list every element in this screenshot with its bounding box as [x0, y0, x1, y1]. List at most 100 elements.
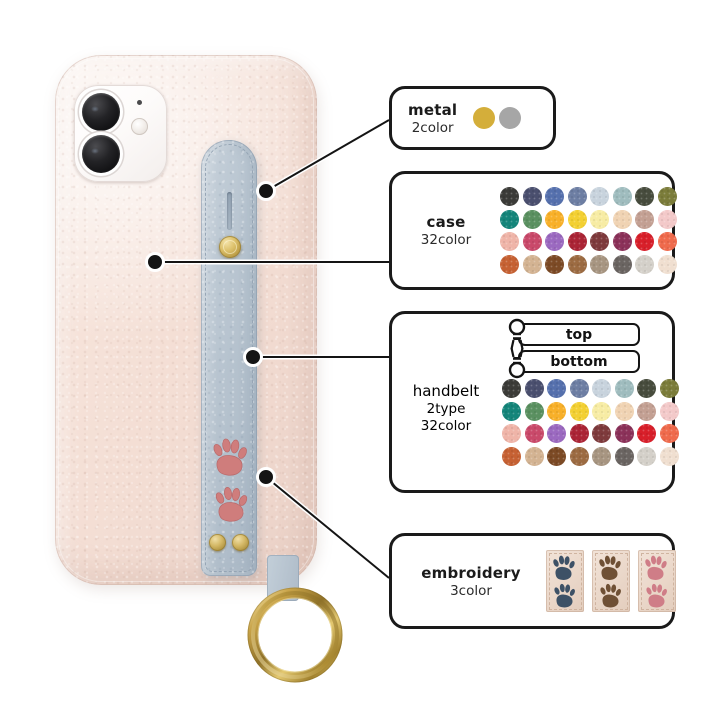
- handbelt-color-swatch-25[interactable]: [524, 446, 544, 466]
- handbelt-color-swatch-19[interactable]: [569, 424, 589, 443]
- embroidery-count: 3color: [450, 582, 492, 599]
- embroidery-swatch-pink-paw[interactable]: [638, 550, 676, 612]
- handbelt-color-swatch-18[interactable]: [547, 424, 566, 443]
- handbelt-color-swatch-28[interactable]: [592, 446, 611, 466]
- handbelt-color-swatch-9[interactable]: [524, 401, 544, 421]
- handbelt-color-swatch-4[interactable]: [592, 379, 611, 398]
- handbelt-color-swatch-22[interactable]: [637, 424, 656, 443]
- case-color-swatch-27[interactable]: [567, 254, 587, 274]
- case-color-swatch-12[interactable]: [590, 209, 609, 229]
- embroidery-swatch-list[interactable]: [546, 550, 676, 612]
- ring-clasp-top-icon: [500, 318, 534, 352]
- handbelt-type-selector[interactable]: top bottom: [500, 318, 678, 379]
- handbelt-color-swatch-16[interactable]: [502, 424, 521, 443]
- case-color-swatch-0[interactable]: [500, 187, 519, 207]
- case-color-swatch-11[interactable]: [567, 209, 587, 229]
- handbelt-color-swatch-20[interactable]: [592, 424, 611, 443]
- case-color-swatch-21[interactable]: [612, 232, 632, 252]
- metal-swatch-silver[interactable]: [499, 107, 522, 129]
- case-color-swatch-30[interactable]: [635, 254, 654, 274]
- case-color-swatch-26[interactable]: [545, 254, 564, 274]
- handbelt-color-swatch-11[interactable]: [569, 401, 589, 421]
- case-color-swatch-9[interactable]: [522, 209, 542, 229]
- embroidery-swatch-navy-paw[interactable]: [546, 550, 584, 612]
- callout-card-case[interactable]: case 32color: [389, 171, 677, 290]
- handbelt-color-swatch-26[interactable]: [547, 446, 566, 466]
- handbelt-color-palette[interactable]: [502, 379, 679, 466]
- case-color-swatch-17[interactable]: [522, 232, 542, 252]
- case-color-swatch-14[interactable]: [635, 209, 654, 229]
- case-color-swatch-5[interactable]: [612, 187, 632, 207]
- handbelt-color-swatch-7[interactable]: [659, 379, 679, 398]
- metal-swatch-gold[interactable]: [473, 107, 496, 129]
- case-color-swatch-18[interactable]: [545, 232, 564, 252]
- case-color-swatch-2[interactable]: [545, 187, 564, 207]
- handbelt-type-top-label[interactable]: top: [518, 323, 640, 346]
- callout-card-embroidery[interactable]: embroidery 3color: [389, 533, 676, 629]
- handbelt-color-swatch-21[interactable]: [614, 424, 634, 443]
- case-color-swatch-8[interactable]: [500, 209, 519, 229]
- case-title: case: [426, 213, 466, 231]
- handbelt-color-swatch-30[interactable]: [637, 446, 656, 466]
- handbelt-color-swatch-2[interactable]: [547, 379, 566, 398]
- case-label-group: case 32color: [398, 213, 494, 248]
- paw-print-icon: [645, 555, 667, 608]
- case-color-palette[interactable]: [500, 187, 677, 274]
- case-color-swatch-7[interactable]: [657, 187, 677, 207]
- case-color-swatch-10[interactable]: [545, 209, 564, 229]
- case-color-swatch-4[interactable]: [590, 187, 609, 207]
- case-color-swatch-31[interactable]: [657, 254, 677, 274]
- case-color-swatch-16[interactable]: [500, 232, 519, 252]
- case-color-swatch-6[interactable]: [635, 187, 654, 207]
- case-color-swatch-24[interactable]: [500, 254, 519, 274]
- paw-print-icon: [553, 555, 575, 608]
- handbelt-color-swatch-13[interactable]: [614, 401, 634, 421]
- handbelt-color-swatch-12[interactable]: [592, 401, 611, 421]
- case-color-swatch-19[interactable]: [567, 232, 587, 252]
- handbelt-type-bottom[interactable]: bottom: [500, 347, 678, 379]
- case-color-swatch-3[interactable]: [567, 187, 587, 207]
- handbelt-color-swatch-17[interactable]: [524, 424, 544, 443]
- metal-count: 2color: [411, 119, 454, 136]
- handbelt-color-swatch-1[interactable]: [524, 379, 544, 398]
- case-color-swatch-23[interactable]: [657, 232, 677, 252]
- handbelt-color-swatch-3[interactable]: [569, 379, 589, 398]
- phone-case-product-image: [55, 55, 343, 683]
- camera-module: [74, 85, 167, 182]
- callout-card-handbelt[interactable]: handbelt 2type 32color top: [389, 311, 679, 493]
- embroidery-title: embroidery: [421, 563, 521, 582]
- case-color-swatch-29[interactable]: [612, 254, 632, 274]
- case-color-swatch-15[interactable]: [657, 209, 677, 229]
- camera-lens-icon: [82, 93, 120, 131]
- case-color-swatch-25[interactable]: [522, 254, 542, 274]
- embroidery-swatch-brown-paw[interactable]: [592, 550, 630, 612]
- metal-title: metal: [408, 100, 458, 119]
- handbelt-label-group: handbelt 2type 32color: [396, 382, 496, 434]
- handbelt-type-count: 2type: [426, 401, 466, 417]
- handbelt-color-swatch-6[interactable]: [637, 379, 656, 398]
- paw-embroidery-on-belt: [207, 436, 253, 528]
- handbelt-color-swatch-0[interactable]: [502, 379, 521, 398]
- handbelt-color-swatch-24[interactable]: [502, 446, 521, 466]
- camera-lens-icon: [82, 135, 120, 173]
- callout-card-metal[interactable]: metal 2color: [389, 86, 556, 150]
- handbelt-color-swatch-8[interactable]: [502, 401, 521, 421]
- handbelt-color-swatch-27[interactable]: [569, 446, 589, 466]
- case-color-swatch-22[interactable]: [635, 232, 654, 252]
- case-color-swatch-20[interactable]: [590, 232, 609, 252]
- handbelt-type-top[interactable]: top: [500, 318, 678, 350]
- case-color-swatch-1[interactable]: [522, 187, 542, 207]
- handbelt-color-swatch-15[interactable]: [659, 401, 679, 421]
- handbelt-color-swatch-29[interactable]: [614, 446, 634, 466]
- handbelt-color-swatch-23[interactable]: [659, 424, 679, 443]
- case-color-swatch-13[interactable]: [612, 209, 632, 229]
- case-color-swatch-28[interactable]: [590, 254, 609, 274]
- handbelt-color-swatch-31[interactable]: [659, 446, 679, 466]
- handbelt-color-swatch-5[interactable]: [614, 379, 634, 398]
- handbelt-title: handbelt: [412, 382, 480, 400]
- metal-swatch-list[interactable]: [473, 107, 522, 129]
- handbelt-options: top bottom: [496, 314, 679, 466]
- handbelt-type-bottom-label[interactable]: bottom: [518, 350, 640, 373]
- handbelt-color-swatch-10[interactable]: [547, 401, 566, 421]
- handbelt-color-swatch-14[interactable]: [637, 401, 656, 421]
